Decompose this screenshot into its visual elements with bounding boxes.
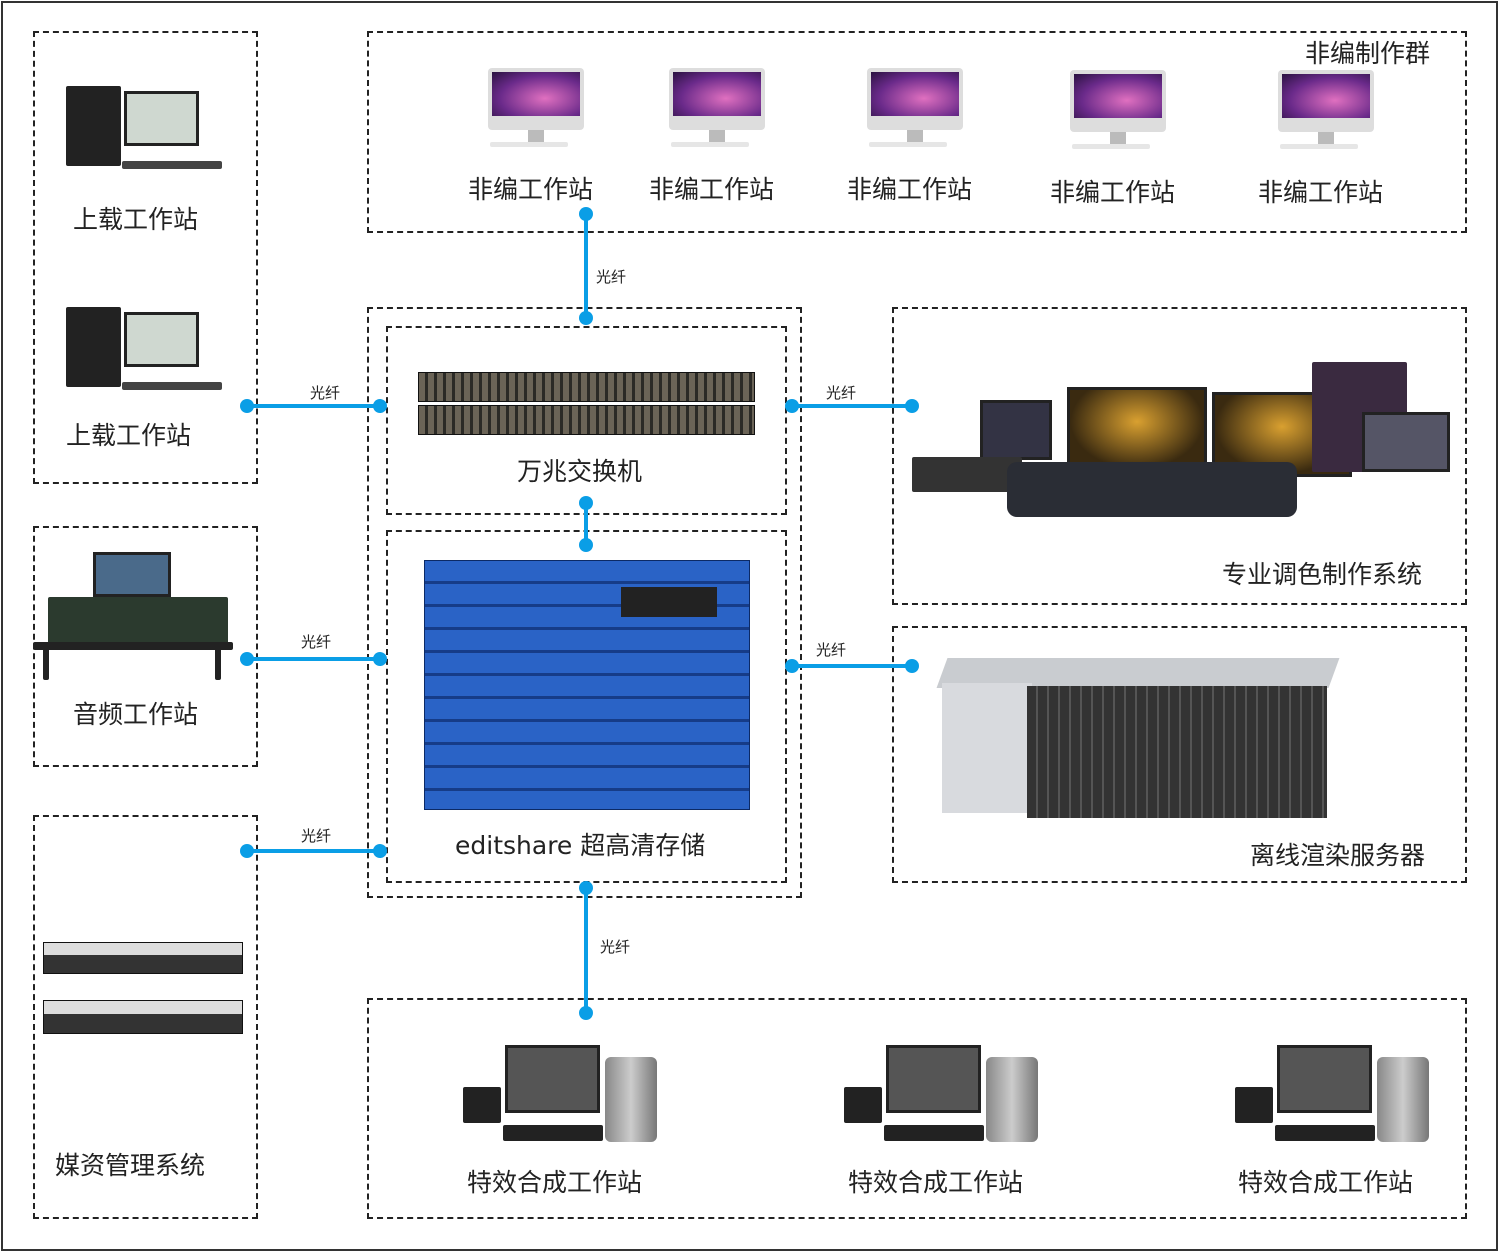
grading-group [892, 307, 1467, 605]
fiber-link [247, 657, 380, 661]
fiber-link [247, 404, 380, 408]
link-endpoint [579, 207, 593, 221]
fiber-link [584, 214, 588, 318]
link-endpoint [579, 311, 593, 325]
storage-label: editshare 超高清存储 [455, 831, 706, 860]
link-endpoint [240, 399, 254, 413]
fiber-link [792, 664, 912, 668]
link-endpoint [373, 844, 387, 858]
fiber-label: 光纤 [826, 384, 857, 402]
vfx-station-label: 特效合成工作站 [1238, 1168, 1414, 1197]
link-endpoint [373, 399, 387, 413]
link-endpoint [905, 399, 919, 413]
server-icon [43, 1000, 243, 1034]
fiber-label: 光纤 [310, 384, 341, 402]
vfx-workstation-icon [1235, 1045, 1435, 1145]
imac-icon [488, 68, 598, 153]
imac-icon [1070, 70, 1180, 155]
workstation-icon [66, 86, 231, 181]
fiber-label: 光纤 [816, 641, 847, 659]
upload-group [33, 31, 258, 484]
link-endpoint [579, 1006, 593, 1020]
fiber-link [247, 849, 380, 853]
upload-station-label: 上载工作站 [66, 421, 192, 450]
nle-station-label: 非编工作站 [468, 175, 594, 204]
switch-icon [418, 405, 755, 435]
switch-icon [418, 372, 755, 402]
nle-station-label: 非编工作站 [1258, 178, 1384, 207]
audio-console-icon [33, 552, 233, 682]
nle-group [367, 31, 1467, 233]
link-endpoint [785, 659, 799, 673]
storage-array-icon [424, 560, 750, 810]
vfx-workstation-icon [844, 1045, 1044, 1145]
switch-storage-link [584, 503, 588, 545]
mam-label: 媒资管理系统 [55, 1151, 206, 1180]
audio-station-label: 音频工作站 [73, 700, 199, 729]
nle-station-label: 非编工作站 [1050, 178, 1176, 207]
mam-group [33, 815, 258, 1219]
link-endpoint [240, 652, 254, 666]
link-endpoint [579, 538, 593, 552]
imac-icon [1278, 70, 1388, 155]
workstation-icon [66, 307, 231, 402]
render-label: 离线渲染服务器 [1250, 841, 1426, 870]
link-endpoint [785, 399, 799, 413]
render-group [892, 626, 1467, 883]
switch-label: 万兆交换机 [517, 457, 643, 486]
link-endpoint [905, 659, 919, 673]
link-endpoint [579, 496, 593, 510]
link-endpoint [579, 881, 593, 895]
fiber-label: 光纤 [301, 633, 332, 651]
fiber-label: 光纤 [301, 827, 332, 845]
server-icon [43, 942, 243, 974]
link-endpoint [240, 844, 254, 858]
fiber-label: 光纤 [596, 268, 627, 286]
vfx-station-label: 特效合成工作站 [467, 1168, 643, 1197]
upload-station-label: 上载工作站 [73, 205, 199, 234]
fiber-link [792, 404, 912, 408]
vfx-station-label: 特效合成工作站 [848, 1168, 1024, 1197]
nle-station-label: 非编工作站 [847, 175, 973, 204]
render-server-icon [936, 658, 1340, 823]
link-endpoint [373, 652, 387, 666]
vfx-workstation-icon [463, 1045, 663, 1145]
nle-station-label: 非编工作站 [649, 175, 775, 204]
vfx-group [367, 998, 1467, 1219]
imac-icon [867, 68, 977, 153]
imac-icon [669, 68, 779, 153]
fiber-link [584, 888, 588, 1013]
grading-label: 专业调色制作系统 [1222, 560, 1423, 589]
fiber-label: 光纤 [600, 938, 631, 956]
color-grading-icon [912, 362, 1452, 532]
nle-group-title: 非编制作群 [1305, 39, 1431, 68]
